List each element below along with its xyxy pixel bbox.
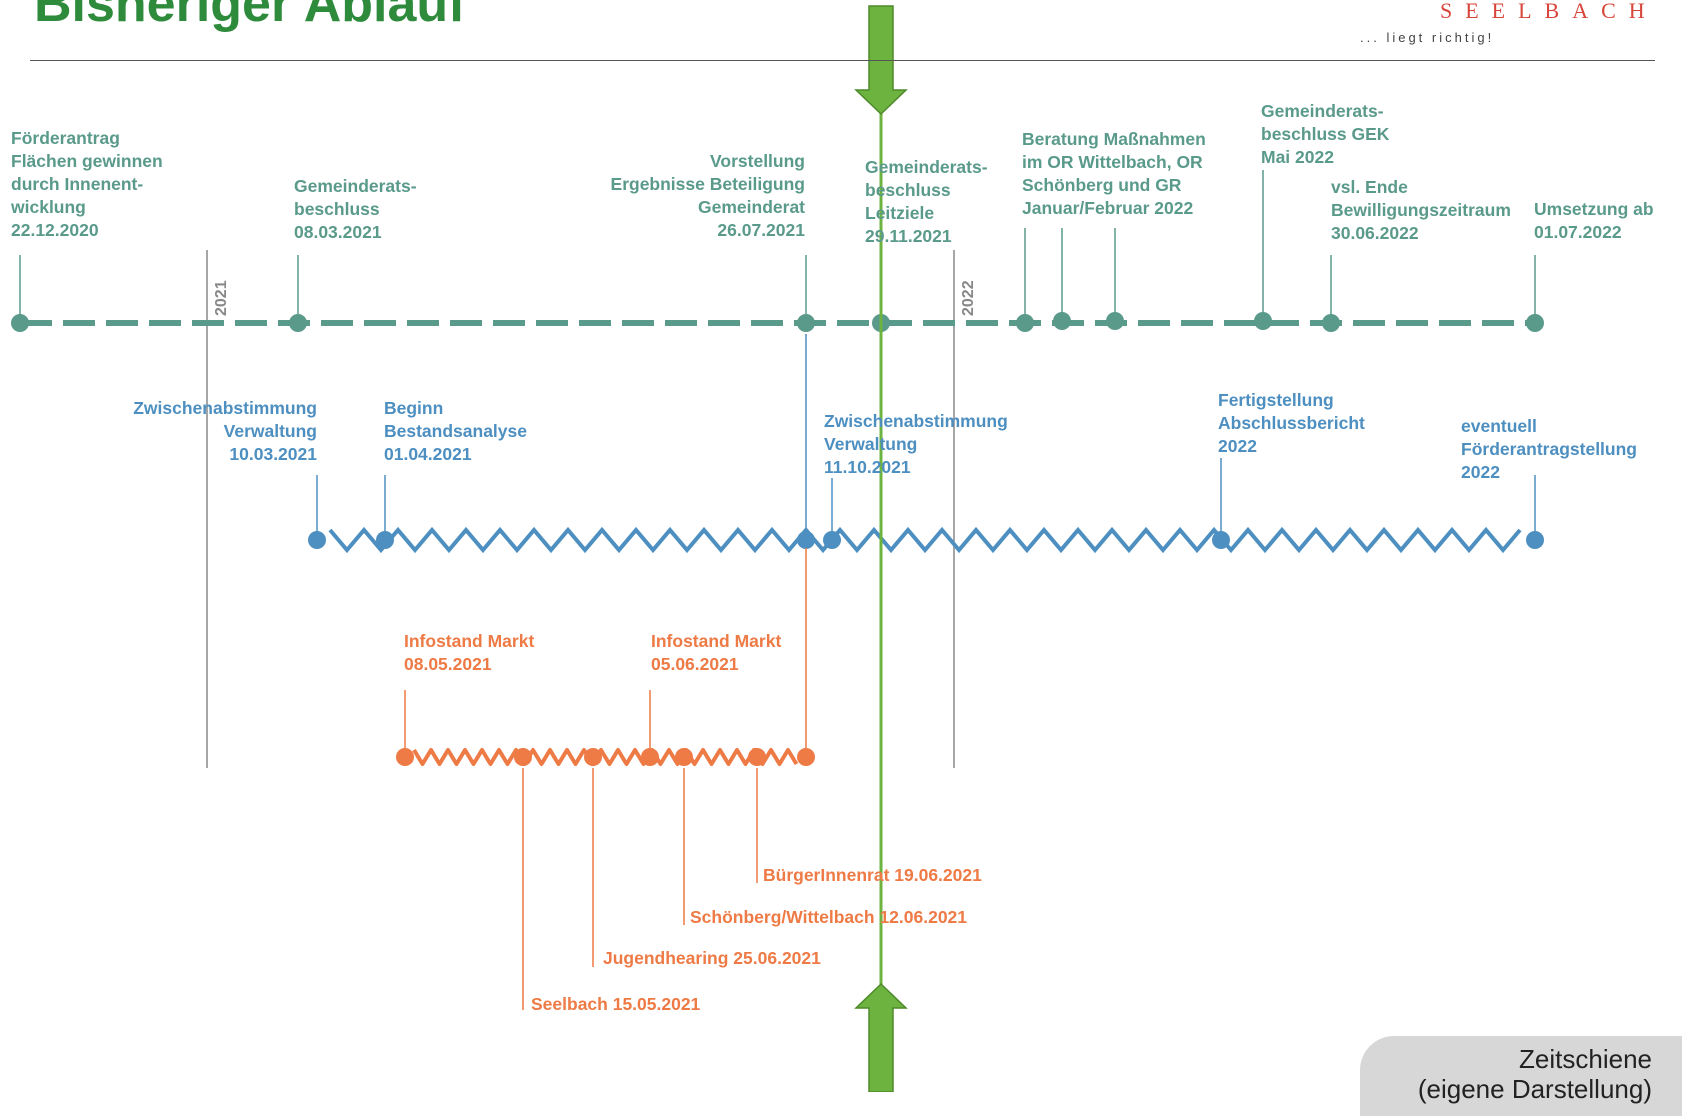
logo-tagline: ... liegt richtig! xyxy=(1360,30,1495,45)
admin-track xyxy=(308,334,1544,554)
participation-node-6 xyxy=(748,748,766,766)
participation-label-buergerrat: BürgerInnenrat 19.06.2021 xyxy=(763,865,982,885)
main-node-8 xyxy=(1526,314,1544,332)
main-node-5b xyxy=(1053,312,1071,330)
main-node-6 xyxy=(1254,312,1272,330)
year-label-2022: 2022 xyxy=(960,280,977,316)
timeline-graphic: 2021 2022 xyxy=(11,5,1544,1092)
caption-line-1: Zeitschiene xyxy=(1519,1044,1652,1074)
admin-node-3 xyxy=(823,531,841,549)
seelbach-logo: SEELBACH xyxy=(1440,0,1658,23)
participation-node-3 xyxy=(584,748,602,766)
main-node-5a xyxy=(1016,314,1034,332)
page-title: Bisheriger Ablauf xyxy=(34,0,466,33)
participation-node-7 xyxy=(797,748,815,766)
participation-node-2 xyxy=(514,748,532,766)
main-node-7 xyxy=(1322,314,1340,332)
caption-line-2: (eigene Darstellung) xyxy=(1417,1074,1652,1104)
main-node-1 xyxy=(11,314,29,332)
admin-node-2 xyxy=(376,531,394,549)
arrow-up-icon xyxy=(854,982,908,1092)
year-label-2021: 2021 xyxy=(213,280,230,316)
main-node-3 xyxy=(797,314,815,332)
caption-box: Zeitschiene (eigene Darstellung) xyxy=(1360,1036,1682,1116)
title-divider xyxy=(30,60,1655,61)
participation-label-jugendhearing: Jugendhearing 25.06.2021 xyxy=(603,948,821,968)
admin-track-zigzag xyxy=(328,526,1522,554)
main-node-5c xyxy=(1106,312,1124,330)
participation-node-5 xyxy=(675,748,693,766)
main-node-2 xyxy=(289,314,307,332)
admin-node-link xyxy=(797,531,815,549)
admin-node-1 xyxy=(308,531,326,549)
participation-node-4 xyxy=(641,748,659,766)
participation-track xyxy=(396,548,815,1010)
admin-node-5 xyxy=(1526,531,1544,549)
main-track xyxy=(11,170,1544,332)
participation-label-schoenberg: Schönberg/Wittelbach 12.06.2021 xyxy=(690,907,968,927)
participation-label-seelbach: Seelbach 15.05.2021 xyxy=(531,994,701,1014)
timeline-slide: 2021 2022 xyxy=(11,0,1682,1116)
participation-node-1 xyxy=(396,748,414,766)
participation-track-zigzag xyxy=(412,748,799,766)
admin-node-4 xyxy=(1212,531,1230,549)
